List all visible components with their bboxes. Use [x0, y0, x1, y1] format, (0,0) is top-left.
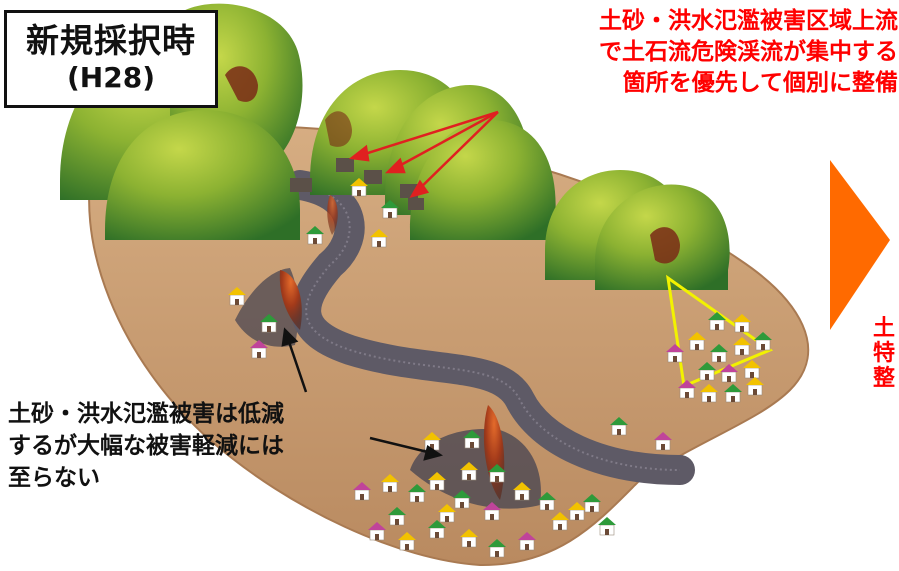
effect-annotation-line: 土砂・洪水氾濫被害は低減: [8, 401, 284, 427]
house-icon: [610, 417, 628, 436]
house-icon: [438, 504, 456, 523]
house-icon: [513, 482, 531, 501]
house-icon: [306, 226, 324, 245]
house-icon: [398, 532, 416, 551]
triangle-right-icon: [830, 160, 890, 330]
house-icon: [708, 312, 726, 331]
priority-annotation: 土砂・洪水氾濫被害区域上流 で土石流危険渓流が集中する 箇所を優先して個別に整備: [526, 6, 898, 99]
effect-annotation-line: するが大幅な被害軽減には: [8, 433, 284, 459]
dam-icon: [290, 158, 424, 210]
house-icon: [350, 178, 368, 197]
house-icon: [428, 472, 446, 491]
next-panel-char: 整: [873, 366, 896, 391]
house-icon: [460, 462, 478, 481]
house-icon: [710, 344, 728, 363]
house-icon: [483, 502, 501, 521]
river-edge: [299, 184, 681, 471]
house-icon: [724, 384, 742, 403]
house-icon: [688, 332, 706, 351]
house-icon: [260, 314, 278, 333]
house-icon: [678, 380, 696, 399]
mountain-range-right: [545, 170, 730, 290]
house-icon: [698, 362, 716, 381]
sediment-fan-upper: [279, 270, 302, 330]
houses: [228, 178, 772, 558]
priority-annotation-line: 箇所を優先して個別に整備: [622, 70, 898, 96]
stage-title-box: 新規採択時 (H28): [4, 10, 218, 108]
house-icon: [228, 287, 246, 306]
house-icon: [568, 502, 586, 521]
house-icon: [353, 482, 371, 501]
house-icon: [551, 512, 569, 531]
stage-title: 新規採択時: [26, 21, 196, 60]
house-icon: [743, 360, 761, 379]
priority-annotation-line: 土砂・洪水氾濫被害区域上流: [599, 8, 898, 34]
house-icon: [598, 517, 616, 536]
house-icon: [583, 494, 601, 513]
stage-year: (H28): [67, 61, 155, 94]
house-icon: [488, 539, 506, 558]
next-panel-fragment: 土 特 整: [873, 316, 899, 391]
annotation-arrows-black: [281, 327, 443, 461]
effect-annotation-line: 至らない: [8, 465, 100, 491]
next-panel-char: 土: [873, 316, 896, 341]
house-icon: [428, 520, 446, 539]
priority-annotation-line: で土石流危険渓流が集中する: [599, 39, 898, 65]
mountain-range-center: [310, 70, 556, 240]
annotation-arrows-red: [348, 110, 499, 198]
effect-annotation: 土砂・洪水氾濫被害は低減 するが大幅な被害軽減には 至らない: [8, 398, 388, 494]
house-icon: [700, 384, 718, 403]
house-icon: [388, 507, 406, 526]
house-icon: [733, 337, 751, 356]
house-icon: [538, 492, 556, 511]
house-icon: [460, 529, 478, 548]
house-icon: [463, 430, 481, 449]
house-icon: [381, 200, 399, 219]
house-icon: [666, 344, 684, 363]
house-icon: [654, 432, 672, 451]
house-icon: [488, 464, 506, 483]
house-icon: [720, 364, 738, 383]
house-icon: [370, 229, 388, 248]
house-icon: [381, 474, 399, 493]
house-icon: [746, 377, 764, 396]
house-icon: [754, 332, 772, 351]
sediment-fan-small: [327, 195, 338, 235]
house-icon: [408, 484, 426, 503]
next-panel-char: 特: [873, 341, 896, 366]
house-icon: [518, 532, 536, 551]
house-icon: [250, 340, 268, 359]
house-icon: [733, 314, 751, 333]
house-icon: [453, 490, 471, 509]
house-icon: [368, 522, 386, 541]
